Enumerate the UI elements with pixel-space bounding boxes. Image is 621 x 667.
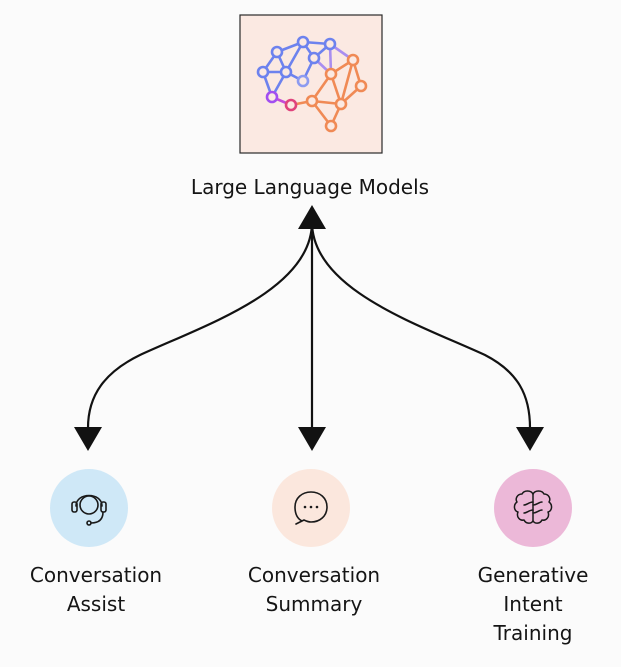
brain-icon [513, 490, 553, 524]
connector-left [86, 221, 314, 429]
label-line: Generative [477, 563, 589, 587]
arrowhead-down-left [74, 427, 102, 451]
label-line: Training [493, 621, 573, 645]
headset-icon-circle [50, 469, 128, 547]
label-line: Assist [66, 592, 126, 616]
node-generative-intent-training [494, 469, 572, 547]
node-conversation-summary [272, 469, 350, 547]
conversation-summary-label: Conversation Summary [214, 561, 414, 619]
arrowhead-up [298, 205, 326, 229]
generative-intent-training-label: Generative Intent Training [433, 561, 621, 648]
label-line: Conversation [247, 563, 381, 587]
label-line: Conversation [29, 563, 163, 587]
conversation-assist-label: Conversation Assist [0, 561, 196, 619]
label-line: Intent [503, 592, 563, 616]
node-conversation-assist [50, 469, 128, 547]
connector-right [310, 221, 532, 429]
arrowhead-down-center [298, 427, 326, 451]
label-line: Summary [265, 592, 363, 616]
llm-node [239, 14, 383, 154]
arrowheads [74, 205, 544, 451]
arrowhead-down-right [516, 427, 544, 451]
headset-icon [71, 494, 107, 526]
brain-network-icon [256, 35, 368, 133]
connectors [86, 221, 532, 429]
chat-bubble-icon [294, 491, 328, 525]
llm-label: Large Language Models [190, 175, 430, 199]
